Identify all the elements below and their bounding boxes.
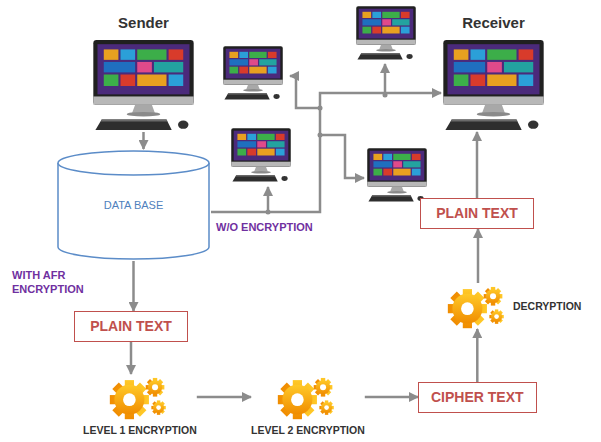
node-label: LEVEL 2 ENCRYPTION: [251, 424, 365, 437]
flow-arrow: [476, 132, 479, 198]
computer-icon: [91, 40, 196, 132]
process-box: PLAIN TEXT: [74, 311, 188, 342]
process-box: CIPHER TEXT: [418, 382, 537, 413]
flow-arrow: [132, 261, 135, 311]
database-cylinder: DATA BASE: [56, 149, 211, 261]
flow-arrow: [477, 229, 480, 283]
gear-process: DECRYPTION: [447, 283, 581, 329]
flow-arrow: [130, 342, 133, 374]
node-label: PLAIN TEXT: [433, 205, 521, 222]
flow-arrow: [211, 93, 441, 212]
edge-label: W/O ENCRYPTION: [216, 220, 313, 234]
computer-icon: [367, 148, 427, 201]
edge-label: WITH AFR ENCRYPTION: [12, 268, 104, 296]
node-label: DATA BASE: [104, 199, 164, 211]
gear-process: LEVEL 2 ENCRYPTION: [251, 374, 365, 437]
flow-arrow: [365, 396, 418, 399]
node-label: Sender: [118, 14, 169, 32]
node-label: Receiver: [462, 14, 525, 32]
node-label: PLAIN TEXT: [87, 318, 175, 335]
sender-computer: Sender: [91, 14, 196, 132]
gear-process: LEVEL 1 ENCRYPTION: [83, 374, 197, 437]
node-label: LEVEL 1 ENCRYPTION: [83, 424, 197, 437]
node-label: DECRYPTION: [513, 300, 581, 312]
receiver-computer: Receiver: [441, 14, 546, 132]
gear-icon: [447, 283, 509, 329]
flow-arrow: [476, 329, 479, 382]
flow-arrow: [197, 396, 251, 399]
branch-lines: [268, 64, 385, 212]
flow-arrow: [142, 132, 145, 149]
computer-icon: [231, 128, 291, 181]
node-label: CIPHER TEXT: [431, 389, 524, 406]
computer-icon: [356, 6, 416, 59]
gear-icon: [277, 374, 339, 420]
gear-icon: [109, 374, 171, 420]
computer-icon: [223, 46, 283, 99]
process-box: PLAIN TEXT: [420, 198, 534, 229]
computer-icon: [441, 40, 546, 132]
